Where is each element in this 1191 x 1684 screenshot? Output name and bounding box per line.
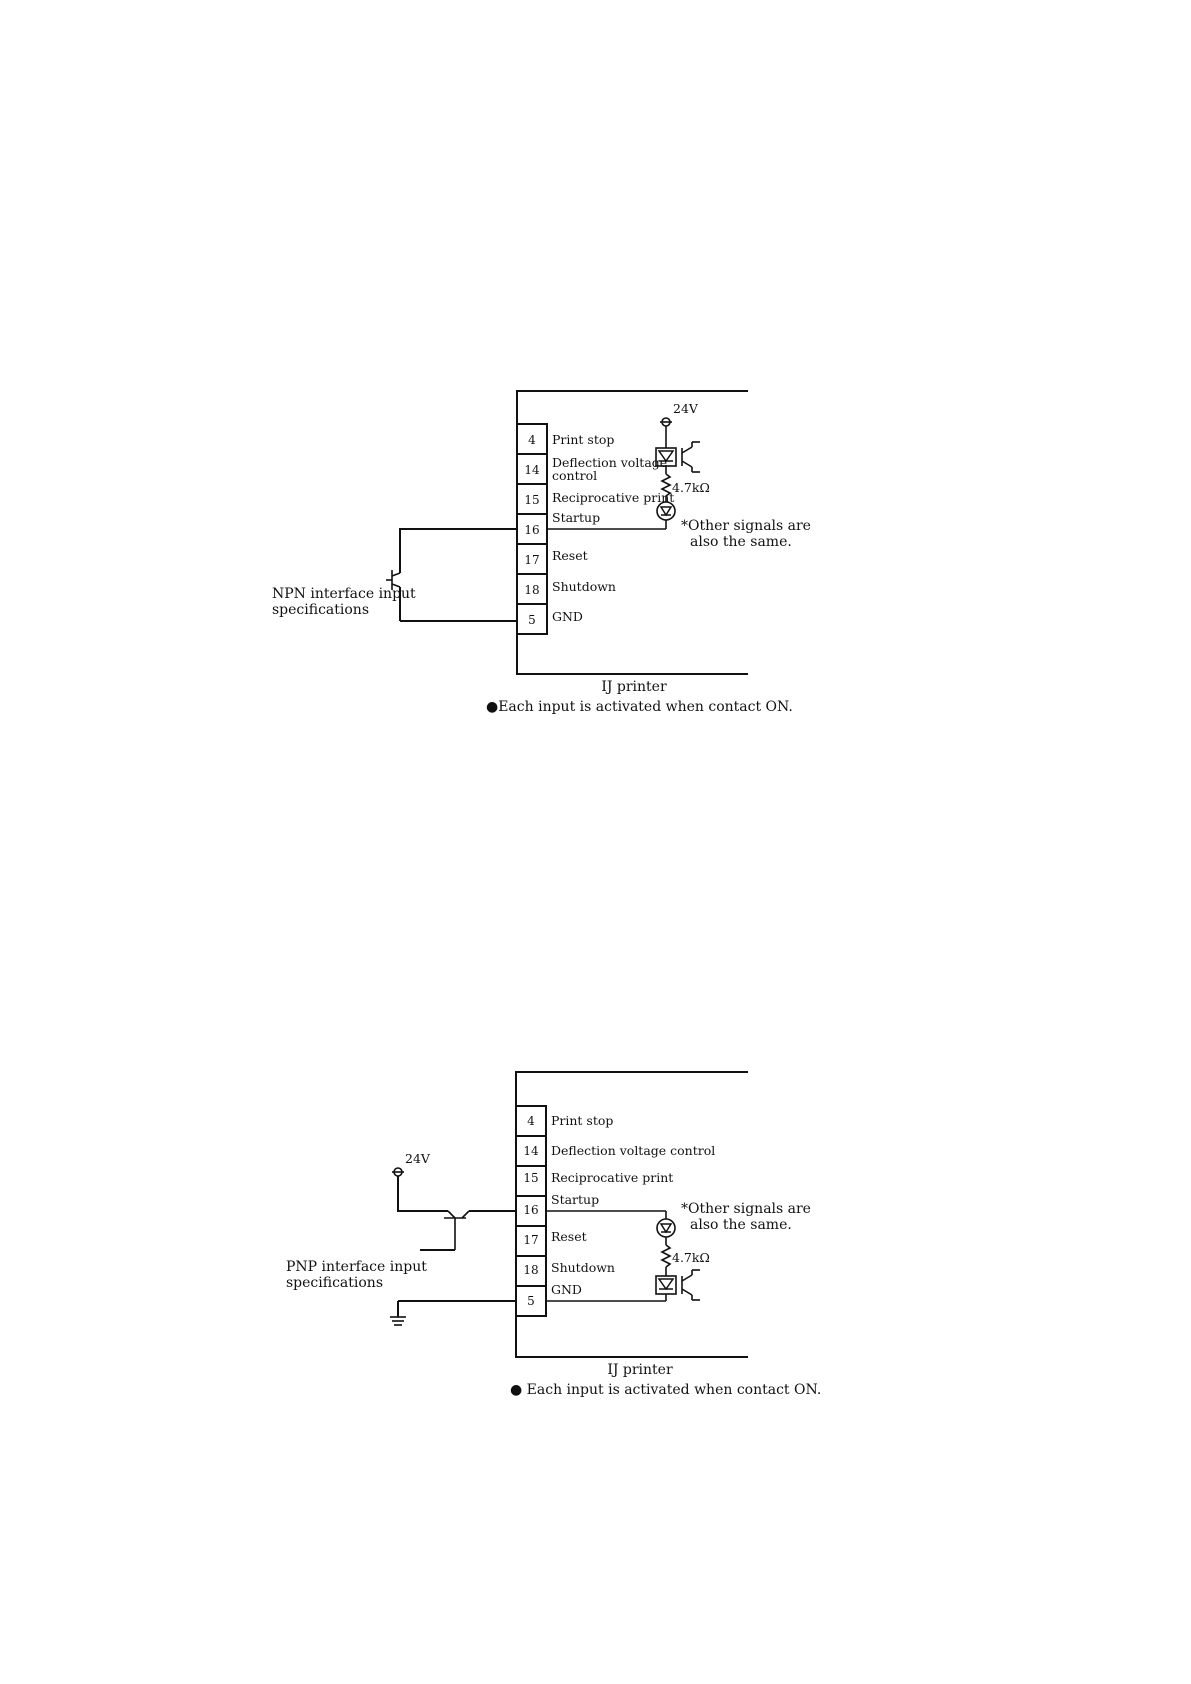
npn-diagram: 4 14 15 16 17 18 5 Print stop Deflection…: [272, 390, 811, 715]
terminal-label: Reset: [552, 548, 588, 563]
terminal-number: 18: [524, 583, 539, 597]
photocoupler-icon: [655, 1269, 700, 1301]
terminal-label: GND: [551, 1282, 582, 1297]
terminal-label: Startup: [552, 510, 600, 525]
terminal-number: 16: [524, 523, 539, 537]
terminal-number: 5: [528, 613, 536, 627]
terminal-number: 14: [523, 1144, 539, 1158]
terminal-label: GND: [552, 609, 583, 624]
pnp-terminal-block: 4 14 15 16 17 18 5 Print stop Deflection…: [515, 1105, 715, 1317]
npn-internal-circuit: 24V 4.7kΩ: [547, 401, 710, 530]
terminal-number: 15: [523, 1171, 538, 1185]
npn-transistor-icon: [386, 570, 401, 590]
terminal-number: 4: [527, 1114, 535, 1128]
terminal-label: Reciprocative print: [551, 1170, 673, 1185]
pnp-resistor-label: 4.7kΩ: [672, 1250, 710, 1265]
pnp-footer-note: ● Each input is activated when contact O…: [510, 1382, 821, 1398]
npn-terminal-block: 4 14 15 16 17 18 5 Print stop Deflection…: [516, 423, 674, 635]
terminal-label: Shutdown: [551, 1260, 615, 1275]
pnp-diagram: 4 14 15 16 17 18 5 Print stop Deflection…: [286, 1071, 821, 1398]
npn-resistor-label: 4.7kΩ: [672, 480, 710, 495]
terminal-number: 16: [523, 1203, 538, 1217]
terminal-label: Deflection voltage control: [551, 1143, 715, 1158]
pnp-supply-label: 24V: [405, 1151, 431, 1166]
terminal-number: 5: [527, 1294, 535, 1308]
terminal-label: Reciprocative print: [552, 490, 674, 505]
terminal-number: 15: [524, 493, 539, 507]
resistor-icon: [660, 1244, 672, 1268]
terminal-label: Shutdown: [552, 579, 616, 594]
terminal-number: 14: [524, 463, 540, 477]
terminal-label: Startup: [551, 1192, 599, 1207]
terminal-label: Print stop: [551, 1113, 613, 1128]
pnp-transistor-icon: [444, 1210, 470, 1250]
npn-footer-note: ●Each input is activated when contact ON…: [486, 699, 793, 715]
pnp-footer-title: IJ printer: [607, 1362, 673, 1378]
pnp-internal-circuit: 4.7kΩ: [546, 1210, 710, 1302]
led-diode-icon: [656, 1218, 676, 1238]
terminal-number: 17: [523, 1233, 538, 1247]
terminal-number: 18: [523, 1263, 538, 1277]
resistor-icon: [660, 473, 672, 497]
ground-icon: [390, 1316, 406, 1326]
terminal-number: 4: [528, 433, 536, 447]
terminal-label: Reset: [551, 1229, 587, 1244]
terminal-number: 17: [524, 553, 539, 567]
npn-supply-label: 24V: [673, 401, 699, 416]
npn-footer-title: IJ printer: [601, 679, 667, 695]
terminal-label: Print stop: [552, 432, 614, 447]
